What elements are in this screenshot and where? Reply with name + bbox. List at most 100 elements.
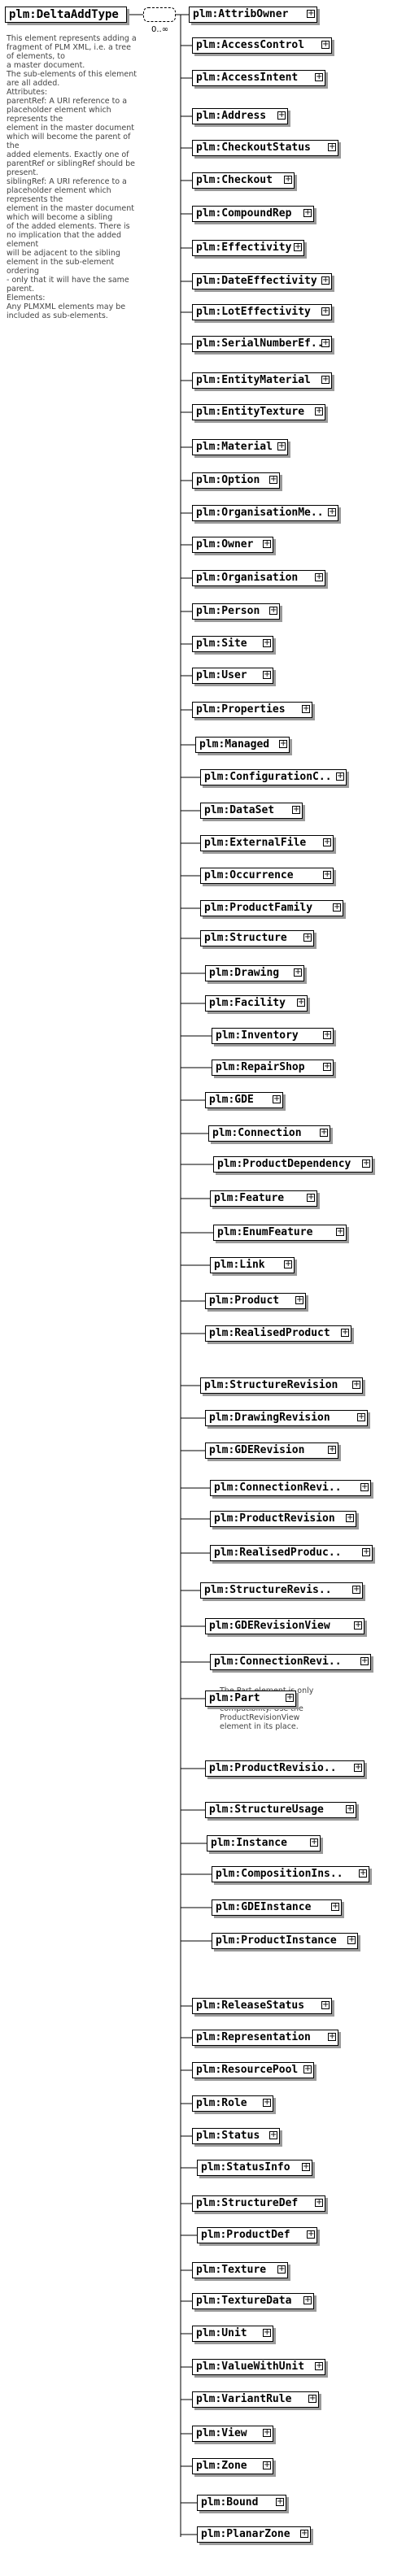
root-element-box[interactable]: plm:DeltaAddType [5, 7, 127, 23]
expand-plus-icon[interactable]: + [263, 539, 271, 548]
element-box[interactable]: plm:Facility+ [205, 995, 308, 1012]
element-box[interactable]: plm:Zone+ [192, 2458, 273, 2474]
element-box[interactable]: plm:User+ [192, 668, 273, 684]
expand-plus-icon[interactable]: + [321, 40, 330, 49]
element-box[interactable]: plm:AttribOwner+ [189, 7, 317, 23]
element-box[interactable]: plm:Product+ [205, 1293, 306, 1309]
element-box[interactable]: plm:GDERevision+ [205, 1442, 338, 1459]
expand-plus-icon[interactable]: + [263, 2328, 271, 2337]
element-box[interactable]: plm:GDEInstance+ [212, 1899, 342, 1916]
element-box[interactable]: plm:StructureDef+ [192, 2195, 325, 2212]
element-box[interactable]: plm:Inventory+ [212, 1028, 334, 1044]
expand-plus-icon[interactable]: + [360, 1656, 369, 1665]
element-box[interactable]: plm:EnumFeature+ [213, 1225, 347, 1241]
element-box[interactable]: plm:ConnectionRevi..+ [210, 1654, 371, 1670]
element-box[interactable]: plm:Status+ [192, 2128, 280, 2144]
element-box[interactable]: plm:ProductFamily+ [200, 900, 343, 916]
element-box[interactable]: plm:Bound+ [197, 2495, 286, 2511]
element-box[interactable]: plm:View+ [192, 2426, 273, 2442]
expand-plus-icon[interactable]: + [359, 1869, 367, 1878]
expand-plus-icon[interactable]: + [277, 2265, 286, 2274]
element-box[interactable]: plm:EntityMaterial+ [192, 372, 332, 389]
expand-plus-icon[interactable]: + [303, 208, 312, 217]
expand-plus-icon[interactable]: + [362, 1547, 370, 1556]
element-box[interactable]: plm:Texture+ [192, 2262, 288, 2278]
element-box[interactable]: plm:Person+ [192, 603, 280, 620]
element-box[interactable]: plm:Address+ [192, 108, 288, 124]
expand-plus-icon[interactable]: + [263, 670, 271, 679]
expand-plus-icon[interactable]: + [273, 1094, 281, 1103]
expand-plus-icon[interactable]: + [323, 838, 331, 846]
expand-plus-icon[interactable]: + [357, 1412, 365, 1421]
expand-plus-icon[interactable]: + [303, 933, 312, 942]
expand-plus-icon[interactable]: + [307, 1193, 315, 1202]
expand-plus-icon[interactable]: + [294, 968, 302, 977]
expand-plus-icon[interactable]: + [303, 2065, 312, 2073]
element-box[interactable]: plm:AccessControl+ [192, 37, 332, 54]
element-box[interactable]: plm:StructureUsage+ [205, 1802, 356, 1818]
expand-plus-icon[interactable]: + [320, 1128, 328, 1137]
expand-plus-icon[interactable]: + [321, 2000, 330, 2009]
element-box[interactable]: plm:ProductRevision+ [210, 1511, 356, 1527]
expand-plus-icon[interactable]: + [341, 1328, 349, 1337]
expand-plus-icon[interactable]: + [303, 2295, 312, 2304]
expand-plus-icon[interactable]: + [292, 805, 300, 814]
element-box[interactable]: plm:StructureRevis..+ [200, 1582, 363, 1599]
expand-plus-icon[interactable]: + [323, 1062, 331, 1071]
sequence-compositor[interactable] [143, 7, 176, 22]
element-box[interactable]: plm:Option+ [192, 472, 280, 489]
expand-plus-icon[interactable]: + [321, 307, 330, 315]
expand-plus-icon[interactable]: + [302, 2162, 310, 2171]
element-box[interactable]: plm:Link+ [210, 1257, 295, 1273]
expand-plus-icon[interactable]: + [336, 772, 344, 781]
expand-plus-icon[interactable]: + [328, 507, 336, 516]
expand-plus-icon[interactable]: + [315, 2361, 323, 2370]
expand-plus-icon[interactable]: + [328, 1445, 336, 1454]
element-box[interactable]: plm:Managed+ [195, 737, 290, 753]
element-box[interactable]: plm:GDERevisionView+ [205, 1618, 365, 1634]
element-box[interactable]: plm:VariantRule+ [192, 2391, 319, 2408]
expand-plus-icon[interactable]: + [346, 1804, 354, 1813]
element-box[interactable]: plm:ExternalFile+ [200, 835, 334, 851]
expand-plus-icon[interactable]: + [269, 2130, 277, 2139]
element-box[interactable]: plm:Owner+ [192, 537, 273, 553]
expand-plus-icon[interactable]: + [347, 1935, 356, 1944]
expand-plus-icon[interactable]: + [321, 375, 330, 384]
element-box[interactable]: plm:Drawing+ [205, 965, 304, 981]
element-box[interactable]: plm:StatusInfo+ [197, 2160, 312, 2176]
element-box[interactable]: plm:CompoundRep+ [192, 206, 314, 222]
element-box[interactable]: plm:ProductDependency+ [213, 1156, 373, 1173]
expand-plus-icon[interactable]: + [263, 2428, 271, 2437]
element-box[interactable]: plm:TextureData+ [192, 2293, 314, 2309]
element-box[interactable]: plm:Unit+ [192, 2326, 273, 2342]
expand-plus-icon[interactable]: + [328, 2032, 336, 2041]
expand-plus-icon[interactable]: + [321, 338, 330, 347]
expand-plus-icon[interactable]: + [295, 1295, 303, 1304]
expand-plus-icon[interactable]: + [310, 1838, 318, 1847]
expand-plus-icon[interactable]: + [352, 1380, 360, 1389]
element-box[interactable]: plm:Feature+ [210, 1190, 317, 1207]
expand-plus-icon[interactable]: + [336, 1227, 344, 1236]
expand-plus-icon[interactable]: + [328, 142, 336, 151]
element-box[interactable]: plm:RealisedProduct+ [205, 1325, 351, 1342]
expand-plus-icon[interactable]: + [354, 1621, 362, 1630]
element-box[interactable]: plm:Instance+ [207, 1835, 321, 1852]
element-box[interactable]: plm:Site+ [192, 636, 273, 652]
element-box[interactable]: plm:Role+ [192, 2095, 273, 2112]
element-box[interactable]: plm:PlanarZone+ [197, 2526, 311, 2543]
element-box[interactable]: plm:Organisation+ [192, 570, 325, 586]
element-box[interactable]: plm:RepairShop+ [212, 1060, 334, 1076]
element-box[interactable]: plm:ProductRevisio..+ [205, 1760, 365, 1777]
expand-plus-icon[interactable]: + [321, 276, 330, 285]
expand-plus-icon[interactable]: + [315, 407, 323, 416]
expand-plus-icon[interactable]: + [269, 475, 277, 484]
element-box[interactable]: plm:SerialNumberEf..+ [192, 336, 332, 352]
element-box[interactable]: plm:Connection+ [208, 1125, 330, 1142]
expand-plus-icon[interactable]: + [331, 1902, 339, 1911]
element-box[interactable]: plm:Material+ [192, 439, 288, 455]
expand-plus-icon[interactable]: + [263, 2098, 271, 2107]
element-box[interactable]: plm:Part+ [205, 1690, 296, 1707]
expand-plus-icon[interactable]: + [315, 572, 323, 581]
element-box[interactable]: plm:Properties+ [192, 702, 312, 718]
element-box[interactable]: plm:LotEffectivity+ [192, 304, 332, 320]
